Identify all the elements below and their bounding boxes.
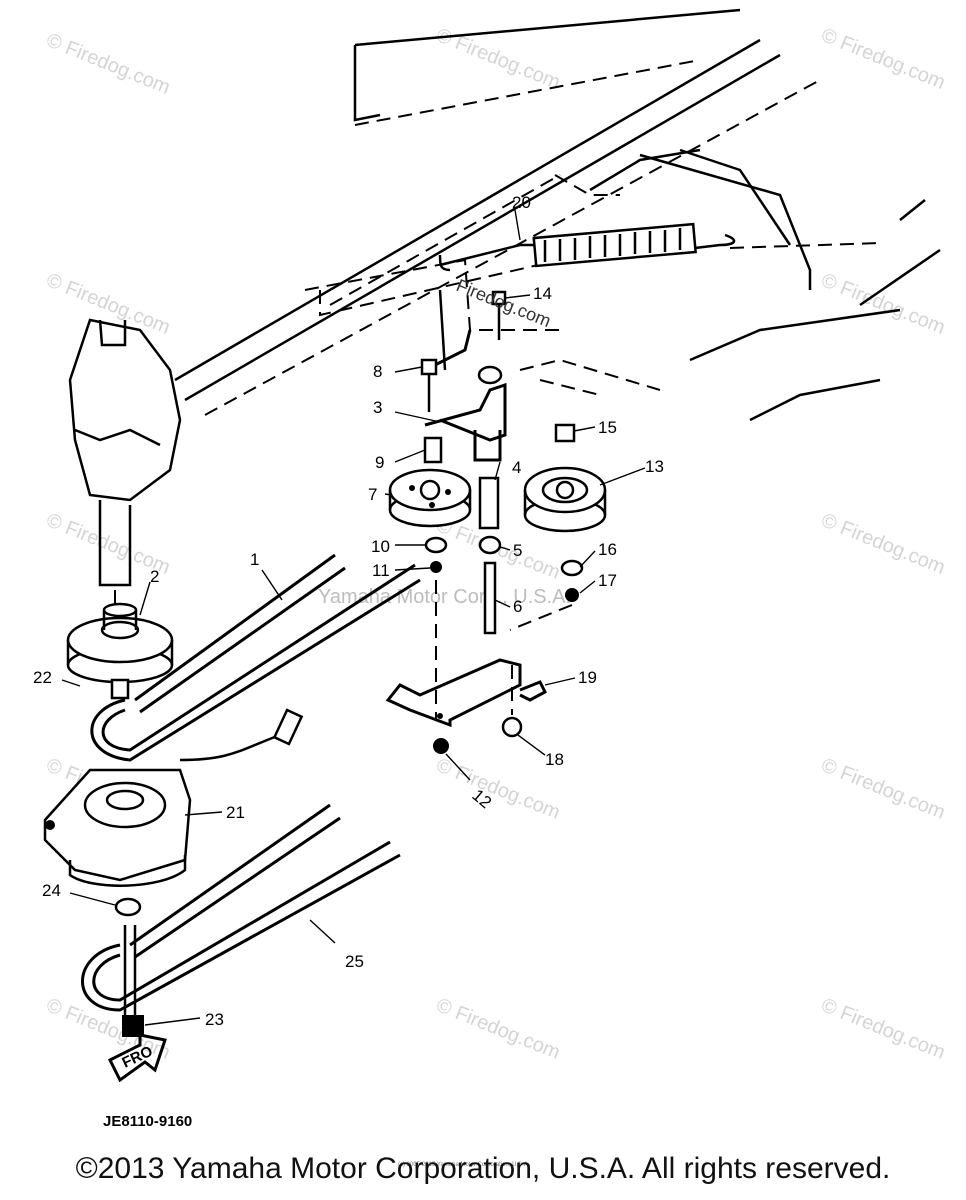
bolt-8 [420, 358, 438, 412]
callout-13: 13 [645, 457, 664, 476]
upper-v-belt [90, 553, 421, 762]
callout-23: 23 [205, 1010, 224, 1029]
clutch-bolt [122, 1015, 144, 1037]
bracket-19 [385, 658, 547, 728]
collar-4 [478, 476, 500, 530]
callout-4: 4 [512, 458, 521, 477]
callout-11: 11 [372, 561, 390, 580]
callout-19: 19 [578, 668, 597, 687]
callout-6: 6 [513, 597, 522, 616]
washer [114, 897, 142, 917]
idler-arm-assembly [424, 254, 507, 462]
small-copyright: (c) 2005-2015 Yamaha Motor Corporation, … [398, 1162, 530, 1168]
front-arrow-icon: FRO [107, 1033, 167, 1083]
watermark: © Firedog.com [818, 754, 948, 824]
watermark: © Firedog.com [818, 269, 948, 339]
watermark: © Firedog.com [43, 994, 173, 1064]
callout-17: 17 [598, 571, 617, 590]
lower-v-belt [81, 803, 401, 1015]
engine-crankshaft [68, 318, 182, 620]
callout-8: 8 [373, 362, 382, 381]
callout-14: 14 [533, 284, 552, 303]
callout-16: 16 [598, 540, 617, 559]
callout-9: 9 [375, 453, 384, 472]
callout-18: 18 [545, 750, 564, 769]
drawing-code: JE8110-9160 [103, 1113, 192, 1130]
callout-20: 20 [512, 193, 531, 212]
callout-1: 1 [250, 550, 259, 569]
idler-pulley-7 [388, 468, 472, 528]
small-hardware [424, 535, 584, 754]
callout-10: 10 [371, 537, 390, 556]
callout-5: 5 [513, 541, 522, 560]
copyright-footer: ©2013 Yamaha Motor Corporation, U.S.A. A… [75, 1152, 891, 1185]
spacer-9 [423, 436, 443, 464]
cap-15 [554, 423, 576, 443]
callout-25: 25 [345, 952, 364, 971]
watermark: © Firedog.com [818, 509, 948, 579]
watermark: © Firedog.com [818, 24, 948, 94]
watermark: © Firedog.com [433, 24, 563, 94]
idler-pulley-13 [523, 466, 607, 533]
electric-clutch [43, 708, 304, 887]
watermark: © Firedog.com [433, 754, 563, 824]
engine-pulley [66, 602, 174, 700]
watermark: © Firedog.com [43, 269, 173, 339]
watermark: © Firedog.com [818, 994, 948, 1064]
leader-lines [61, 209, 646, 1026]
watermark: © Firedog.com [433, 994, 563, 1064]
watermark: © Firedog.com [43, 29, 173, 99]
callout-3: 3 [373, 398, 382, 417]
tension-spring [439, 222, 881, 268]
callout-7: 7 [368, 485, 377, 504]
callout-24: 24 [42, 881, 61, 900]
callout-15: 15 [598, 418, 617, 437]
callout-2: 2 [150, 567, 159, 586]
tractor-frame [174, 8, 941, 422]
callout-21: 21 [226, 803, 245, 822]
callout-22: 22 [33, 668, 52, 687]
